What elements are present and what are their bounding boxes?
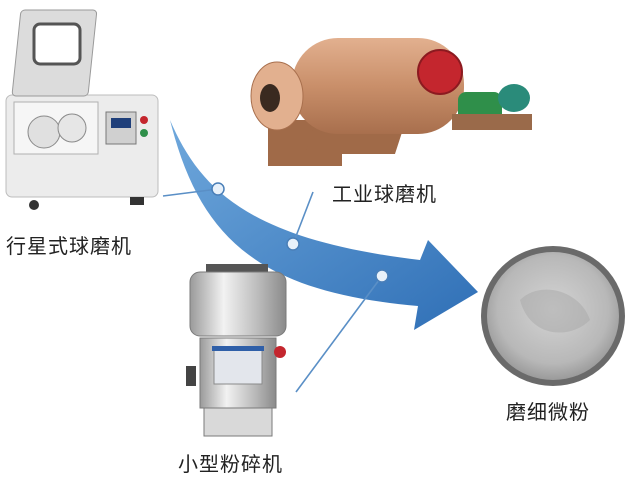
label-planetary-ball-mill: 行星式球磨机	[6, 234, 132, 258]
process-arrow	[170, 120, 478, 330]
connector-node	[211, 182, 225, 196]
connector-planetary	[162, 188, 219, 197]
planetary-ball-mill-image	[5, 9, 159, 210]
connector-grinder	[295, 275, 383, 393]
small-grinder-image	[186, 264, 287, 437]
connector-industrial	[292, 191, 314, 245]
industrial-ball-mill-image	[250, 38, 532, 166]
label-fine-powder: 磨细微粉	[506, 400, 590, 424]
label-industrial-ball-mill: 工业球磨机	[332, 182, 437, 206]
label-small-grinder: 小型粉碎机	[178, 452, 283, 476]
fine-powder-image	[481, 246, 625, 386]
connector-node	[375, 269, 389, 283]
connector-node	[286, 237, 300, 251]
